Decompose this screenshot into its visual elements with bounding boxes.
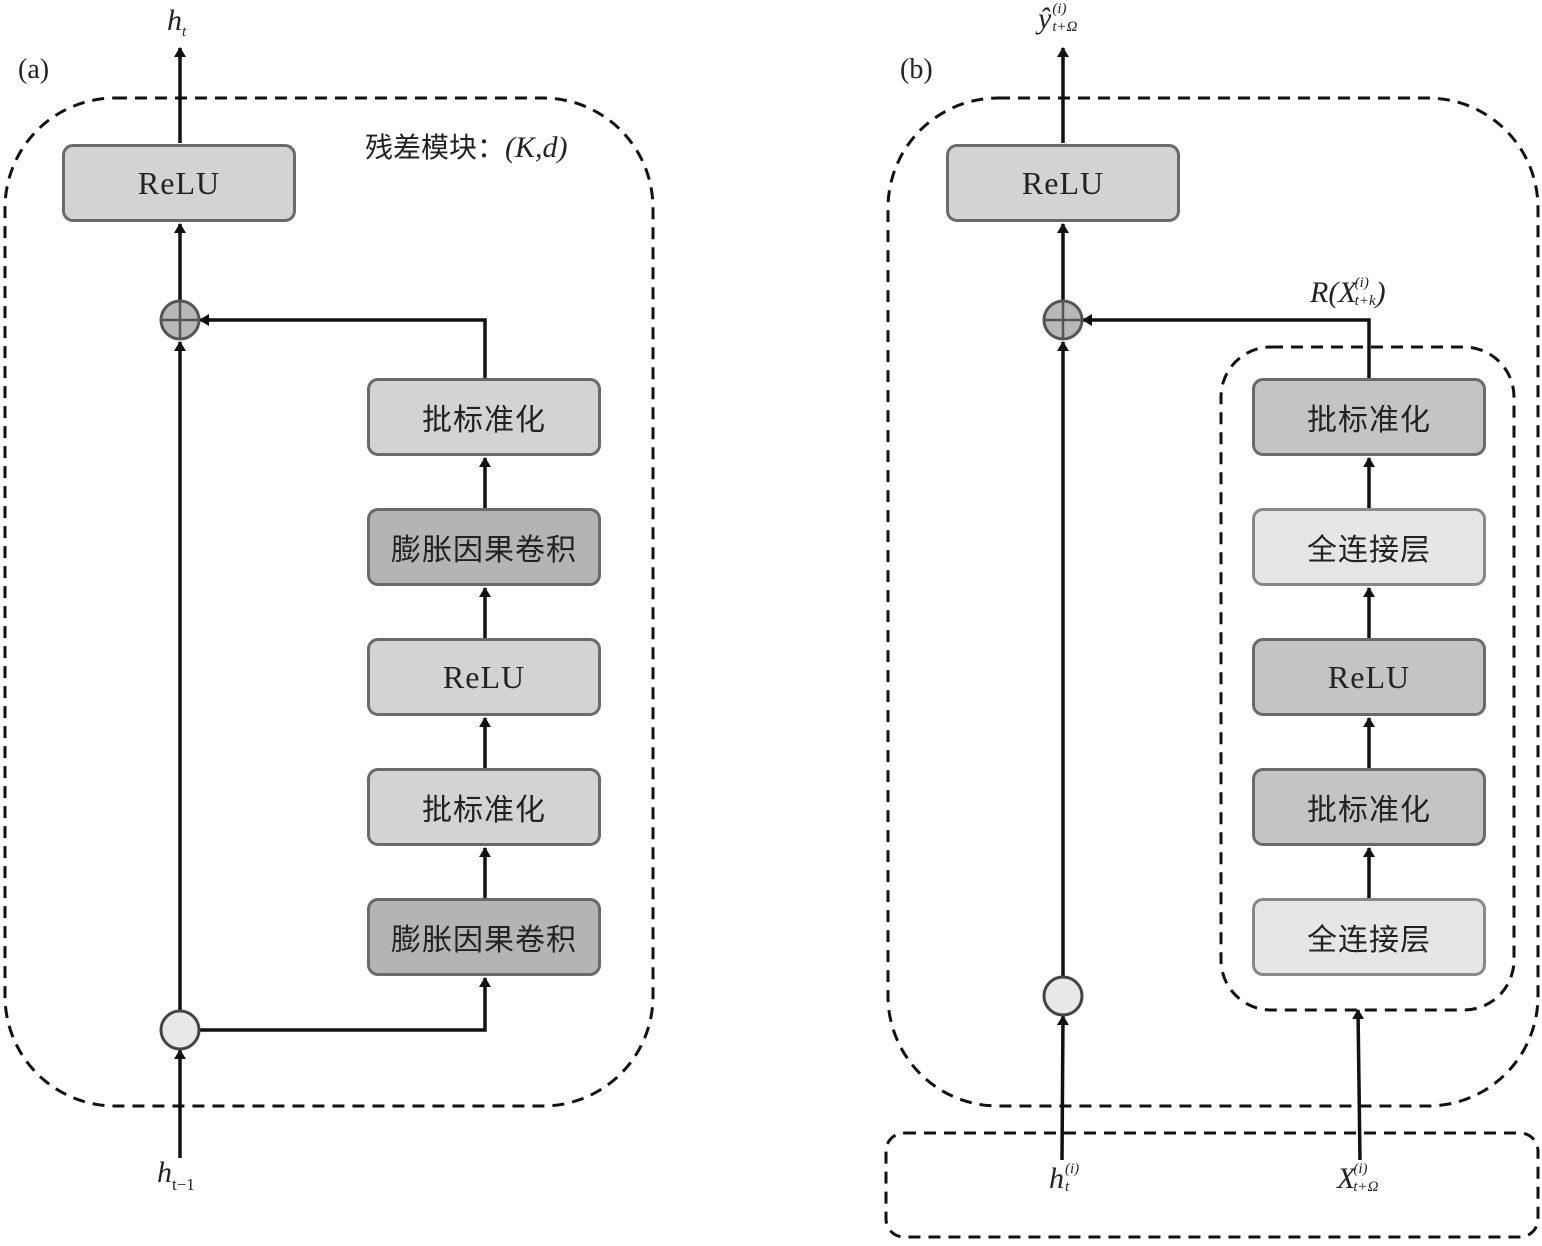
input-label-sub: t−1: [172, 1175, 195, 1194]
relu-output-box-a: ReLU: [62, 144, 296, 222]
inner-residual-frame-b: [1219, 345, 1516, 1012]
fully-connected-box-b-top: 全连接层: [1252, 508, 1486, 586]
input-left-sub: t: [1065, 1179, 1070, 1195]
residual-label-sub: t+k: [1354, 293, 1376, 309]
split-node-a: [159, 1009, 201, 1051]
output-label-base: ŷ: [1038, 2, 1052, 35]
block-params: (K,d): [505, 131, 568, 164]
input-arrow-right-b: [1352, 1009, 1365, 1161]
output-label-sup: (i): [1052, 1, 1067, 17]
input-label-right-b: X (i) t+Ω: [1337, 1162, 1378, 1196]
input-frame-b: [884, 1131, 1540, 1239]
residual-label-sup: (i): [1354, 275, 1369, 291]
dilated-causal-conv-box-a-top: 膨胀因果卷积: [367, 508, 601, 586]
sum-node-a: [159, 299, 201, 341]
output-label-base: h: [167, 4, 182, 37]
input-left-sup: (i): [1065, 1161, 1080, 1177]
split-to-branch-a: [198, 977, 491, 1032]
batchnorm-box-a-top: 批标准化: [367, 378, 601, 456]
residual-label-prefix: R(: [1310, 276, 1339, 309]
relu-box-a-branch: ReLU: [367, 638, 601, 716]
input-left-base: h: [1049, 1162, 1064, 1195]
fully-connected-box-b-bottom: 全连接层: [1252, 898, 1486, 976]
relu-box-b-branch: ReLU: [1252, 638, 1486, 716]
input-arrow-left-b: [1056, 1015, 1069, 1161]
sum-node-b: [1042, 299, 1084, 341]
batchnorm-box-a-bottom: 批标准化: [367, 768, 601, 846]
residual-label-base: X: [1338, 276, 1357, 309]
branch-to-sum-b: [1082, 314, 1371, 378]
input-right-sup: (i): [1353, 1161, 1368, 1177]
batchnorm-box-b-bottom: 批标准化: [1252, 768, 1486, 846]
residual-output-label-b: R(X (i) t+k ): [1310, 276, 1386, 310]
input-label-a: ht−1: [157, 1156, 195, 1194]
batchnorm-box-b-top: 批标准化: [1252, 378, 1486, 456]
input-right-base: X: [1337, 1162, 1356, 1195]
block-title-text: 残差模块：: [365, 131, 506, 164]
input-right-sub: t+Ω: [1353, 1179, 1379, 1195]
output-label-sub: t+Ω: [1052, 19, 1078, 35]
block-title-a: 残差模块：(K,d): [365, 126, 568, 166]
output-label-a: ht: [167, 4, 187, 40]
output-label-b: ŷ (i) t+Ω: [1038, 2, 1077, 36]
input-label-base: h: [157, 1156, 172, 1189]
input-label-left-b: h (i) t: [1049, 1162, 1079, 1196]
relu-output-box-b: ReLU: [946, 144, 1180, 222]
residual-label-suffix: ): [1375, 276, 1386, 309]
branch-to-sum-a: [199, 314, 487, 378]
dilated-causal-conv-box-a-bottom: 膨胀因果卷积: [367, 898, 601, 976]
panel-label-a: (a): [18, 54, 50, 85]
output-label-sub: t: [182, 24, 187, 40]
split-node-b: [1042, 975, 1084, 1017]
panel-label-b: (b): [900, 54, 933, 85]
